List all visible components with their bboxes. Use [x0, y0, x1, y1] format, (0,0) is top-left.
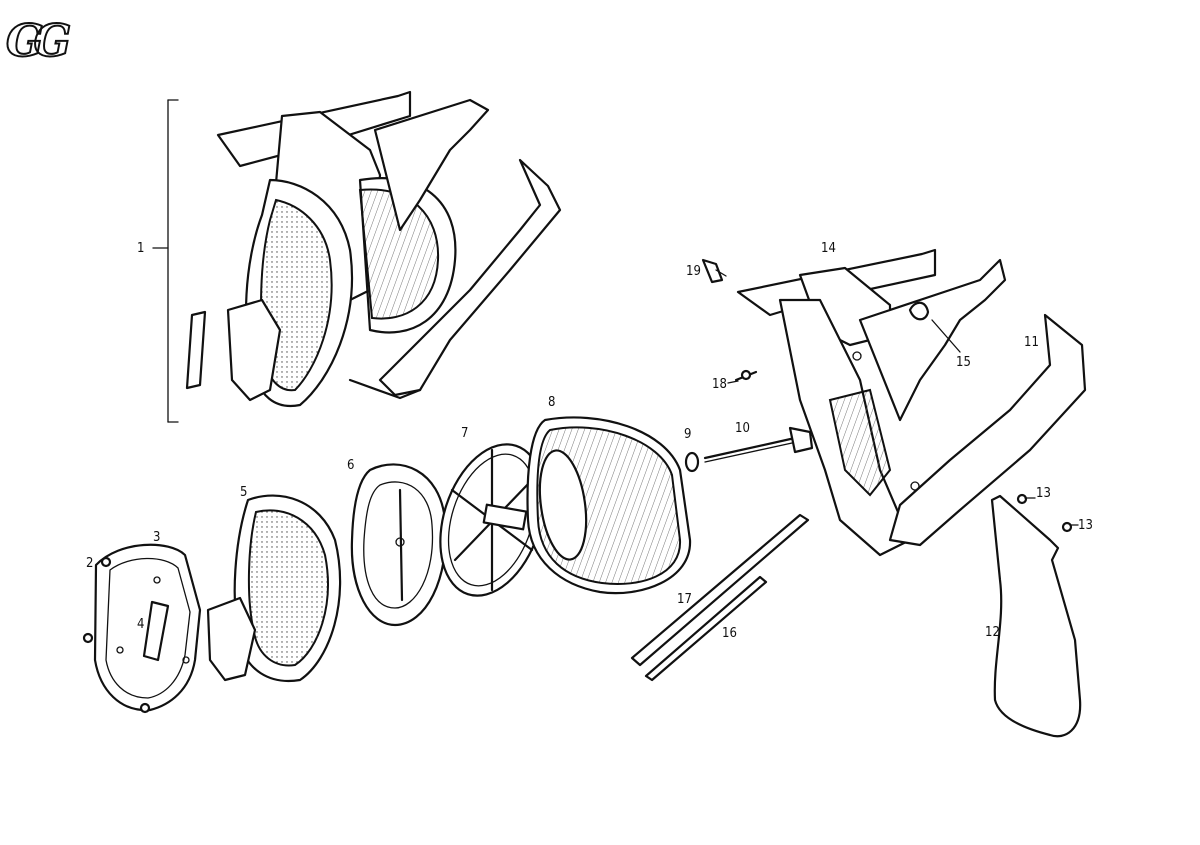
- assembly-bracket: [152, 99, 179, 423]
- callout-9: 9: [684, 427, 691, 442]
- duct-housing: [206, 494, 342, 683]
- callout-3: 3: [153, 530, 160, 545]
- callout-18: 18: [712, 377, 727, 392]
- callout-15: 15: [956, 355, 971, 370]
- callout-19: 19: [686, 264, 701, 279]
- callout-5: 5: [240, 485, 247, 500]
- callout-8: 8: [548, 395, 555, 410]
- callout-1: 1: [137, 241, 144, 256]
- callout-11: 11: [1024, 335, 1039, 350]
- sealing-strips: [630, 513, 810, 682]
- callout-14: 14: [821, 241, 836, 256]
- screw-13: [1016, 493, 1073, 533]
- callout-13a: 13: [1036, 486, 1051, 501]
- callout-4: 4: [137, 617, 144, 632]
- callout-10: 10: [735, 421, 750, 436]
- washer: [684, 451, 700, 473]
- callout-labels: 1 2 3 4 5 6 7 8 9 10 11 12 13 13 14 15 1…: [86, 241, 1093, 641]
- flange-plate: [350, 463, 447, 627]
- callout-7: 7: [461, 426, 468, 441]
- nut-2: [82, 556, 151, 714]
- foam-filter: [526, 416, 692, 595]
- airbox-assembly: [185, 90, 562, 408]
- strip-4: [142, 600, 170, 662]
- bolt: [703, 426, 814, 463]
- filter-cage: [439, 443, 545, 597]
- callout-2: 2: [86, 556, 93, 571]
- callout-6: 6: [347, 458, 354, 473]
- leader-lines: [715, 269, 1079, 526]
- brand-logo: GG: [5, 15, 81, 68]
- callout-13b: 13: [1078, 518, 1093, 533]
- callout-16: 16: [722, 626, 737, 641]
- clip-19: [701, 258, 724, 284]
- mud-deflector: [990, 494, 1082, 738]
- callout-17: 17: [677, 592, 692, 607]
- screw-18: [734, 369, 758, 382]
- brand-logo-text: GG: [6, 16, 70, 67]
- airbox-shell: [736, 248, 1087, 557]
- callout-12: 12: [985, 625, 1000, 640]
